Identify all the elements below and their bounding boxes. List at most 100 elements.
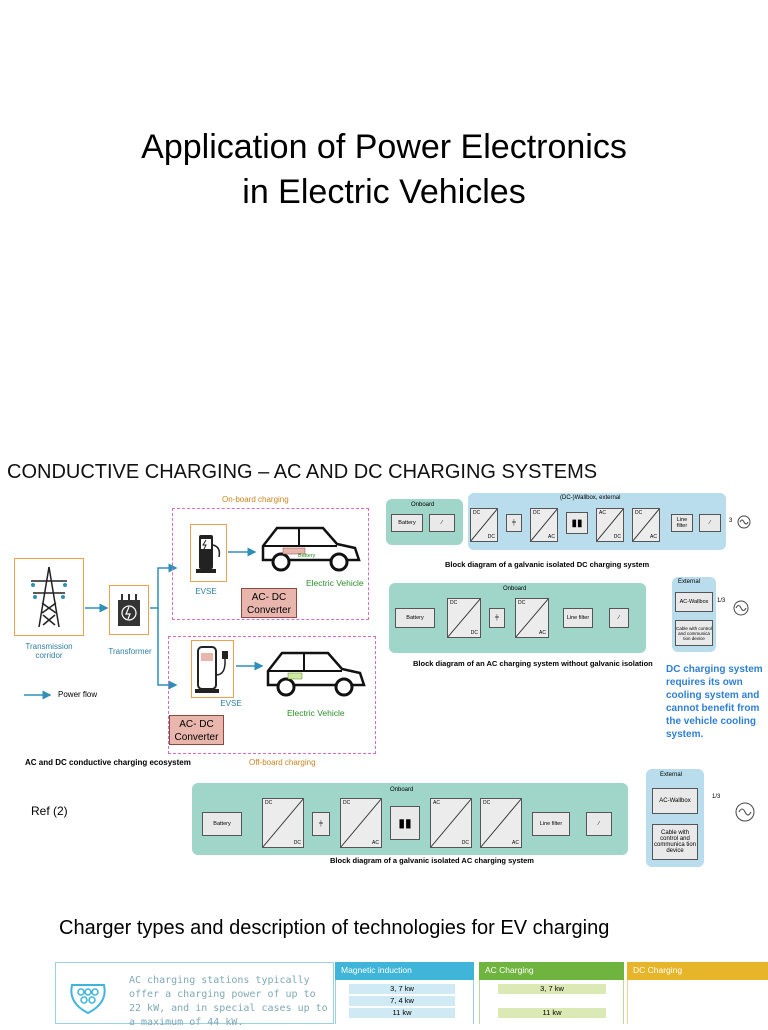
acg-conv-4: DC AC: [480, 798, 522, 848]
dc-conv-3-out: DC: [613, 534, 621, 540]
evse-bottom-box: [191, 640, 234, 698]
transmission-box: [14, 558, 84, 636]
acg-conv-2-in: DC: [343, 800, 351, 806]
dc-conv-4: DC AC: [632, 508, 660, 542]
car-icon: [261, 526, 361, 572]
dc-conv-1-in: DC: [473, 510, 481, 516]
charger-types-heading: Charger types and description of technol…: [59, 917, 610, 939]
ac-sine-icon-3: [735, 802, 755, 822]
magnetic-value-3: 11 kw: [349, 1008, 455, 1018]
ac-connector-icon: [70, 984, 106, 1015]
dc-conv-2-in: DC: [533, 510, 541, 516]
power-flow-lines: [24, 547, 264, 700]
ac-caption: Block diagram of an AC charging system w…: [413, 659, 653, 668]
ac-column: [479, 980, 624, 1024]
magnetic-value-2: 7, 4 kw: [349, 996, 455, 1006]
dc-transformer-block: ▮▮: [566, 512, 588, 534]
acg-caption: Block diagram of a galvanic isolated AC …: [330, 856, 534, 865]
ac-cable-block: Cable with control and communica tion de…: [675, 620, 713, 646]
ac-external-label: External: [678, 579, 701, 585]
ev-top-label: Electric Vehicle: [306, 578, 364, 588]
acg-phase-label: 1/3: [712, 794, 721, 800]
ac-conv-2: DC AC: [515, 598, 549, 638]
header-magnetic: Magnetic induction: [335, 962, 474, 980]
dc-conv-3-in: AC: [599, 510, 606, 516]
evse-top-label: EVSE: [195, 587, 217, 596]
acg-conv-3-in: AC: [433, 800, 440, 806]
acg-conv-3: AC DC: [430, 798, 472, 848]
dc-onboard-label: Onboard: [411, 502, 435, 508]
ac-description-card: AC charging stations typically offer a c…: [55, 962, 334, 1028]
acg-external-label: External: [660, 772, 683, 778]
acg-battery-block: Battery: [202, 812, 242, 836]
page-title: Application of Power Electronics in Elec…: [0, 125, 768, 215]
evse-bottom-label: EVSE: [220, 699, 242, 708]
offboard-charging-label: Off-board charging: [249, 758, 316, 767]
dc-cooling-note: DC charging system requires its own cool…: [666, 664, 763, 740]
dc-conv-3: AC DC: [596, 508, 624, 542]
ac-capacitor-block: ╪: [489, 608, 505, 628]
header-dc: DC Charging: [627, 962, 768, 980]
acg-conv-3-out: DC: [461, 840, 469, 846]
dc-conv-4-out: AC: [650, 534, 657, 540]
converter-top-box: AC- DC Converter: [241, 588, 297, 618]
dc-capacitor-block: ╪: [506, 514, 522, 532]
acg-transformer-block: ▮▮: [390, 806, 420, 840]
dc-conv-4-in: DC: [635, 510, 643, 516]
ac-line-filter-block: Line filter: [563, 608, 593, 628]
ac-conv-1-out: DC: [470, 630, 478, 636]
acg-conv-4-out: AC: [512, 840, 519, 846]
ac-description-text: AC charging stations typically offer a c…: [129, 975, 328, 1028]
acg-conv-2-out: AC: [372, 840, 379, 846]
dc-conv-2-out: AC: [548, 534, 555, 540]
title-line-2: in Electric Vehicles: [242, 173, 526, 211]
transformer-box: [109, 585, 149, 635]
acg-conv-1-in: DC: [265, 800, 273, 806]
converter-bottom-box: AC- DC Converter: [169, 715, 224, 745]
ev-charger-icon: [196, 535, 221, 573]
dc-conv-2: DC AC: [530, 508, 558, 542]
dc-switch-block: ⁄: [429, 514, 455, 532]
magnetic-value-1: 3, 7 kw: [349, 984, 455, 994]
ac-conv-2-in: DC: [518, 600, 526, 606]
ac-phase-label: 1/3: [717, 598, 726, 604]
acg-capacitor-block: ╪: [312, 812, 330, 836]
charger-table: AC charging stations typically offer a c…: [55, 962, 768, 1028]
acg-conv-1-out: DC: [293, 840, 301, 846]
title-line-1: Application of Power Electronics: [141, 128, 627, 166]
car-icon-2: [266, 651, 366, 697]
acg-onboard-label: Onboard: [390, 787, 414, 793]
ac-wallbox-block: AC-Wallbox: [675, 592, 713, 612]
ac-sine-icon-2: [733, 600, 749, 616]
battery-top-label: Battery: [298, 553, 316, 559]
acg-conv-4-in: DC: [483, 800, 491, 806]
plug-icon: [222, 651, 228, 659]
onboard-charging-label: On-board charging: [222, 495, 289, 504]
dc-line-filter-block: Line filter: [671, 514, 693, 532]
dc-charging-diagram: Onboard (DC-)Wallbox, external Battery ⁄…: [385, 492, 765, 572]
ac-sine-icon: [737, 515, 751, 529]
ev-bottom-label: Electric Vehicle: [287, 708, 345, 718]
acg-switch-block: ⁄: [586, 812, 612, 836]
transformer-icon: [118, 594, 140, 626]
magnetic-column: [335, 980, 474, 1024]
offboard-charging-box: [168, 636, 376, 754]
ac-conv-1: DC DC: [447, 598, 481, 638]
ac-value-2: 11 kw: [498, 1008, 606, 1018]
dc-wallbox-label: (DC-)Wallbox, external: [560, 495, 621, 501]
acg-conv-1: DC DC: [262, 798, 304, 848]
ac-conv-1-in: DC: [450, 600, 458, 606]
ac-battery-block: Battery: [395, 608, 435, 628]
dc-caption: Block diagram of a galvanic isolated DC …: [445, 560, 650, 569]
header-ac: AC Charging: [479, 962, 624, 980]
ac-value-1: 3, 7 kw: [498, 984, 606, 994]
ecosystem-diagram: Transmission corridor Transformer On-boa…: [0, 490, 380, 775]
dc-battery-block: Battery: [391, 514, 423, 532]
dc-conv-1-out: DC: [487, 534, 495, 540]
ecosystem-caption: AC and DC conductive charging ecosystem: [25, 758, 191, 767]
ac-conv-2-out: AC: [539, 630, 546, 636]
ev-charger-icon-2: [195, 646, 228, 693]
transmission-label: Transmission corridor: [25, 642, 73, 660]
power-flow-label: Power flow: [58, 690, 98, 699]
pylon-icon: [31, 566, 67, 628]
